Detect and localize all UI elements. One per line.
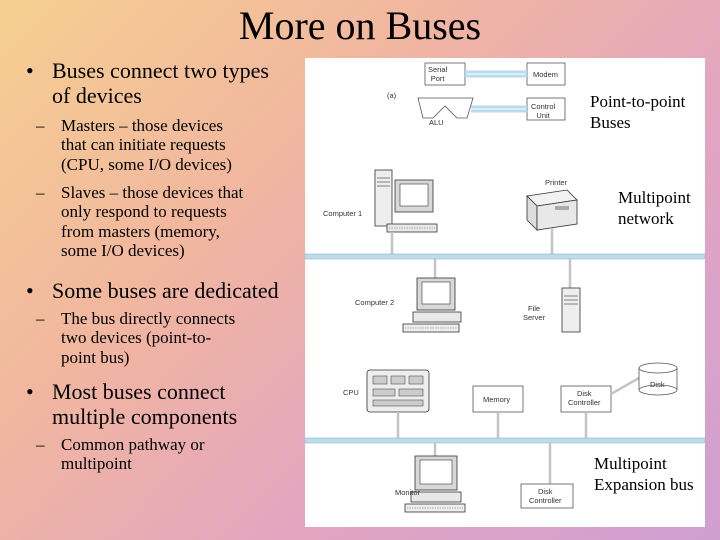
disk-controller-box-2	[520, 443, 574, 509]
disk-controller-box-1	[560, 376, 640, 438]
file-server-icon	[561, 258, 581, 333]
monitor-icon	[404, 443, 466, 513]
disk-controller-label-1: Disk Controller	[568, 389, 601, 407]
network-bus-line	[305, 253, 705, 260]
modem-label: Modem	[533, 70, 559, 79]
multipoint-expansion-annotation: Multipoint Expansion bus	[594, 454, 694, 494]
slide-title: More on Buses	[238, 3, 482, 48]
computer1-label: Computer 1	[323, 209, 363, 218]
computer2-icon	[402, 258, 462, 333]
cpu-label: CPU	[343, 388, 359, 397]
dash-icon: –	[36, 183, 45, 202]
dash-icon: –	[36, 116, 45, 135]
computer2-label: Computer 2	[355, 298, 395, 307]
file-server-label: File Server	[523, 304, 546, 322]
bullet-dot-icon: •	[26, 58, 34, 83]
printer-label: Printer	[545, 178, 568, 187]
disk-label: Disk	[650, 380, 665, 389]
memory-label: Memory	[483, 395, 511, 404]
part-a-label: (a)	[387, 91, 397, 100]
cpu-board-icon	[366, 369, 430, 438]
memory-box	[472, 385, 524, 438]
bus-diagram-drawing	[305, 62, 705, 513]
dash-icon: –	[36, 309, 45, 328]
printer-icon	[526, 189, 578, 255]
disk-icon	[638, 362, 678, 396]
expansion-bus-line	[305, 437, 705, 444]
bullet-dot-icon: •	[26, 278, 34, 303]
point-to-point-panel	[417, 62, 566, 121]
point-to-point-annotation: Point-to-point Buses	[590, 92, 686, 132]
bus-diagram: Serial Port Modem (a) ALU Control Unit P…	[305, 58, 705, 527]
monitor-label: Monitor	[395, 488, 421, 497]
serial-port-label: Serial Port	[428, 65, 448, 83]
control-unit-label: Control Unit	[531, 102, 556, 120]
bullet-dot-icon: •	[26, 379, 34, 404]
alu-label: ALU	[429, 118, 444, 127]
multipoint-network-annotation: Multipoint network	[618, 188, 691, 228]
computer1-icon	[374, 169, 438, 255]
dash-icon: –	[36, 435, 45, 454]
disk-controller-label-2: Disk Controller	[529, 487, 562, 505]
